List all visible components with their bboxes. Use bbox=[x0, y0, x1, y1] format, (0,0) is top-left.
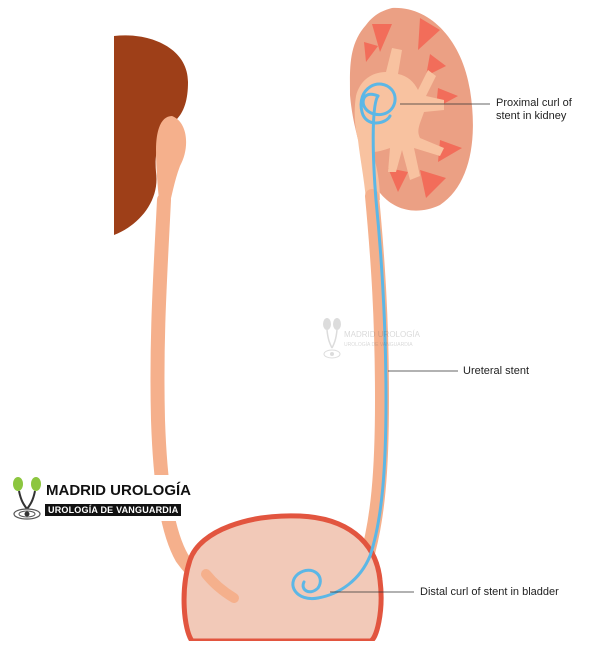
watermark-title: MADRID UROLOGÍA bbox=[344, 330, 421, 339]
logo-title: MADRID UROLOGÍA bbox=[46, 482, 191, 499]
watermark-subtitle: UROLOGÍA DE VANGUARDIA bbox=[344, 342, 413, 348]
left-renal-pelvis bbox=[156, 116, 187, 210]
proximal-curl-label: Proximal curl of stent in kidney bbox=[496, 97, 572, 122]
distal-curl bbox=[291, 568, 322, 601]
watermark-logo-icon bbox=[323, 318, 341, 359]
right-renal-pelvis bbox=[354, 48, 444, 200]
ureteral-stent-shaft bbox=[316, 94, 388, 600]
renal-pyramids bbox=[364, 18, 462, 198]
madrid-urologia-logo: MADRID UROLOGÍA UROLOGÍA DE VANGUARDIA bbox=[10, 475, 191, 521]
proximal-curl bbox=[359, 82, 397, 125]
logo-subtitle: UROLOGÍA DE VANGUARDIA bbox=[45, 504, 182, 516]
left-kidney bbox=[114, 35, 188, 236]
distal-curl-label: Distal curl of stent in bladder bbox=[420, 586, 559, 598]
left-ureter-orifice bbox=[201, 569, 239, 603]
ureteral-stent-label: Ureteral stent bbox=[463, 365, 530, 377]
urology-logo-icon bbox=[13, 477, 41, 520]
watermark: MADRID UROLOGÍA UROLOGÍA DE VANGUARDIA bbox=[322, 316, 442, 366]
bladder bbox=[181, 513, 384, 644]
